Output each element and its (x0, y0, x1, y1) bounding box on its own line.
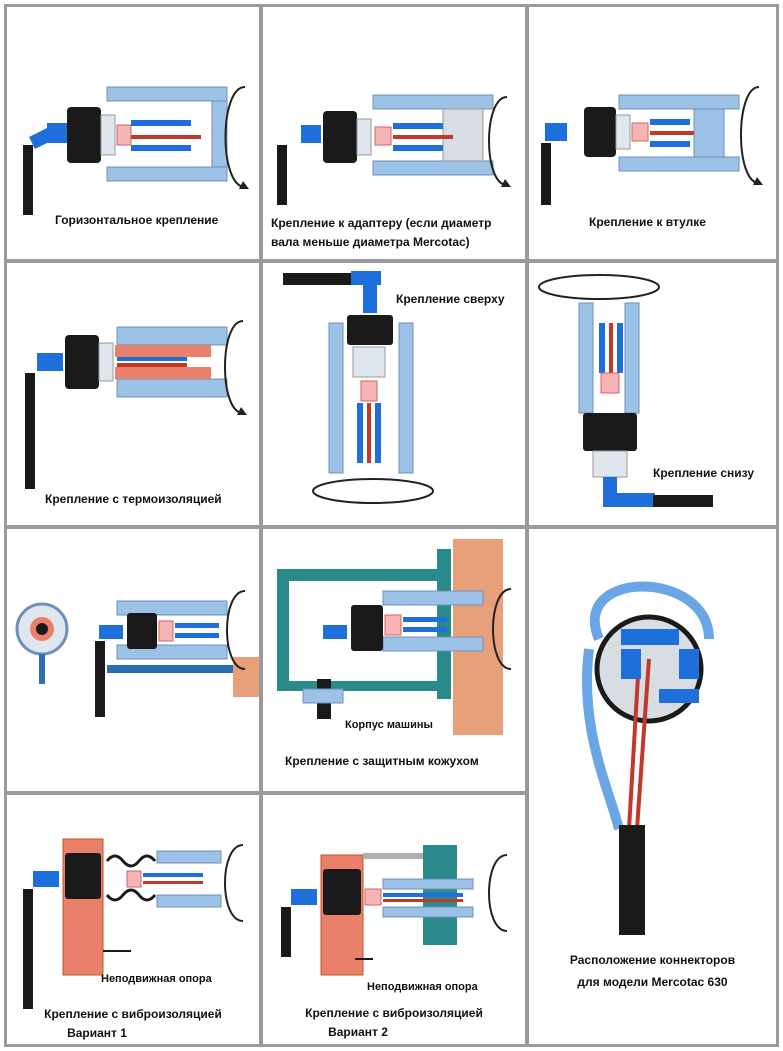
label-machine-body: Корпус машины (345, 719, 433, 731)
rotation-arrow-icon (226, 590, 246, 670)
panel-bushing-mount: Крепление к втулке (526, 4, 779, 262)
rotation-arrow-icon (740, 86, 760, 184)
protective-cover-diagram (277, 539, 512, 735)
panel-vibration-v1: Неподвижная опора Крепление с виброизоля… (4, 792, 262, 1047)
label-fixed-support-v2: Неподвижная опора (367, 981, 478, 993)
caption-connector-layout-1: Расположение коннекторов (569, 953, 736, 967)
panel-top-mount: Крепление сверху (260, 260, 528, 528)
panel-lever-mount (4, 526, 262, 794)
rotation-arrow-icon (488, 96, 508, 186)
caption-adapter-mount-1: Крепление к адаптеру (если диаметр (271, 216, 492, 230)
caption-top-mount: Крепление сверху (396, 292, 505, 306)
rotation-arrow-icon (224, 86, 246, 188)
panel-bottom-mount: Крепление снизу (526, 260, 779, 528)
panel-adapter-mount: Крепление к адаптеру (если диаметр вала … (260, 4, 528, 262)
caption-protective-cover: Крепление с защитным кожухом (285, 754, 479, 768)
panel-thermal-insulation: Крепление с термоизоляцией (4, 260, 262, 528)
caption-horizontal-mount: Горизонтальное крепление (55, 213, 219, 227)
rotation-arrow-icon (492, 588, 512, 670)
top-mount-diagram (283, 271, 434, 504)
bottom-mount-diagram (538, 274, 713, 507)
rotation-arrow-icon (488, 854, 508, 932)
lever-mount-diagram (15, 590, 259, 717)
caption-adapter-mount-2: вала меньше диаметра Mercotac) (271, 235, 470, 249)
rotation-arrow-icon (312, 478, 434, 504)
horizontal-mount-diagram (23, 86, 249, 215)
vibration-v1-diagram (23, 838, 244, 1009)
bushing-mount-diagram (541, 86, 763, 205)
panel-connector-layout: Расположение коннекторов для модели Merc… (526, 526, 779, 1047)
caption-bushing-mount: Крепление к втулке (589, 215, 706, 229)
caption-vibration-v1-1: Крепление с виброизоляцией (44, 1007, 222, 1021)
panel-protective-cover: Крепление с защитным кожухом Корпус маши… (260, 526, 528, 794)
caption-vibration-v2-1: Крепление с виброизоляцией (305, 1006, 483, 1020)
adapter-mount-diagram (277, 94, 511, 205)
connector-layout-diagram (581, 581, 714, 935)
rotation-arrow-icon (538, 274, 660, 300)
caption-thermal-insulation: Крепление с термоизоляцией (45, 492, 222, 506)
rotation-arrow-icon (224, 844, 244, 922)
caption-vibration-v1-2: Вариант 1 (67, 1026, 127, 1040)
caption-connector-layout-2: для модели Mercotac 630 (577, 975, 728, 989)
vibration-v2-diagram (281, 845, 508, 976)
caption-vibration-v2-2: Вариант 2 (328, 1025, 388, 1039)
caption-bottom-mount: Крепление снизу (653, 466, 754, 480)
panel-horizontal-mount: Горизонтальное крепление (4, 4, 262, 262)
rotation-arrow-icon (224, 320, 244, 414)
thermal-insulation-diagram (25, 320, 247, 489)
label-fixed-support-v1: Неподвижная опора (101, 973, 212, 985)
panel-vibration-v2: Неподвижная опора Крепление с виброизоля… (260, 792, 528, 1047)
